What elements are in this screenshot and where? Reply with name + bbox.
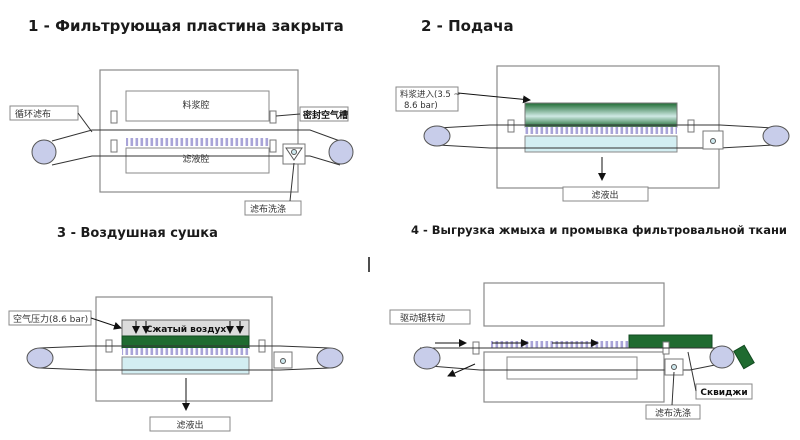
feed-label-box bbox=[395, 86, 459, 112]
belt-lower bbox=[39, 367, 331, 371]
filtrate-chamber-label: 滤液腔 bbox=[182, 153, 209, 165]
leader-line bbox=[687, 351, 697, 392]
filter-cloth bbox=[126, 138, 269, 146]
belt-upper bbox=[437, 124, 775, 129]
leader-line bbox=[275, 113, 301, 117]
air-label: 空气压力(8.6 bar) bbox=[13, 313, 88, 325]
wash-label: 滤布洗涤 bbox=[655, 407, 691, 419]
seal-block bbox=[269, 110, 277, 124]
drive-label: 驱动辊转动 bbox=[400, 312, 445, 324]
feed-label-line-1: 料浆进入(3.5 ~ bbox=[400, 89, 461, 100]
air-feed-arrow bbox=[90, 317, 122, 330]
filtrate-chamber bbox=[506, 356, 638, 380]
roller bbox=[328, 139, 354, 165]
feed-arrow bbox=[457, 92, 531, 104]
wash-drop bbox=[291, 149, 297, 155]
leader-line bbox=[77, 112, 93, 133]
wash-label-box bbox=[645, 404, 701, 420]
panel-3-title: 3 - Воздушная сушка bbox=[57, 226, 218, 241]
panel-1: 1 - Фильтрующая пластина закрыта 料浆腔 滤液腔… bbox=[9, 17, 354, 216]
panel-1-title: 1 - Фильтрующая пластина закрыта bbox=[28, 17, 344, 35]
panel-4-title: 4 - Выгрузка жмыха и промывка фильтровал… bbox=[411, 223, 787, 237]
seal-label: 密封空气槽 bbox=[302, 109, 348, 121]
belt-label: 循环滤布 bbox=[15, 108, 51, 120]
leader-line bbox=[289, 162, 295, 202]
outlet-label: 滤液出 bbox=[176, 419, 203, 431]
wash-label-box bbox=[244, 200, 302, 216]
filter-cloth bbox=[122, 348, 249, 355]
roller bbox=[423, 125, 451, 147]
slurry-fill bbox=[524, 102, 678, 128]
outlet-label-box bbox=[562, 186, 649, 202]
compressed-air-label: Сжатый воздух bbox=[146, 325, 227, 335]
filtrate-chamber bbox=[524, 135, 678, 153]
panel-2: 2 - Подача 料浆进入(3.5 ~ 8.6 bar) 滤液出 bbox=[395, 17, 790, 202]
belt-lower bbox=[51, 155, 341, 166]
belt-upper bbox=[51, 129, 341, 142]
belt-lower bbox=[437, 144, 775, 149]
wash-drop bbox=[710, 138, 716, 144]
seal-block bbox=[507, 119, 515, 133]
filtrate-chamber bbox=[125, 147, 270, 174]
roller bbox=[762, 125, 790, 147]
roller bbox=[413, 346, 441, 370]
panel-3: 3 - Воздушная сушка Сжатый воздух 空气压力(8… bbox=[8, 226, 344, 432]
motion-arrow bbox=[447, 363, 476, 377]
outlet-label-box bbox=[149, 416, 231, 432]
feed-label-line-2: 8.6 bar) bbox=[404, 101, 438, 111]
wash-nozzle bbox=[285, 147, 303, 161]
filter-cake bbox=[628, 334, 713, 349]
seal-block bbox=[110, 110, 118, 124]
filtrate-chamber bbox=[121, 356, 250, 375]
slurry-chamber-label: 料浆腔 bbox=[182, 99, 209, 111]
roller bbox=[26, 347, 54, 369]
panel-4: 4 - Выгрузка жмыха и промывка фильтровал… bbox=[389, 223, 787, 420]
press-frame bbox=[99, 69, 299, 193]
roller bbox=[709, 345, 735, 369]
leader-line bbox=[671, 371, 675, 406]
outlet-label: 滤液出 bbox=[591, 189, 618, 201]
panel-2-title: 2 - Подача bbox=[421, 17, 514, 35]
seal-block bbox=[269, 139, 277, 153]
wash-drop bbox=[671, 364, 677, 370]
roller bbox=[316, 347, 344, 369]
roller bbox=[31, 139, 57, 165]
squeegee-blade bbox=[733, 344, 755, 370]
seal-block bbox=[110, 139, 118, 153]
seal-block bbox=[687, 119, 695, 133]
belt-upper bbox=[39, 345, 331, 349]
filter-cloth bbox=[525, 127, 677, 134]
wash-label: 滤布洗涤 bbox=[250, 203, 286, 215]
wash-drop bbox=[280, 358, 286, 364]
squeegee-label: Сквиджи bbox=[700, 388, 747, 398]
belt-lower bbox=[429, 363, 721, 371]
press-frame-upper bbox=[483, 282, 665, 327]
drive-label-box bbox=[389, 309, 471, 325]
squeegee-label-box bbox=[695, 383, 753, 400]
slurry-chamber bbox=[125, 90, 270, 122]
